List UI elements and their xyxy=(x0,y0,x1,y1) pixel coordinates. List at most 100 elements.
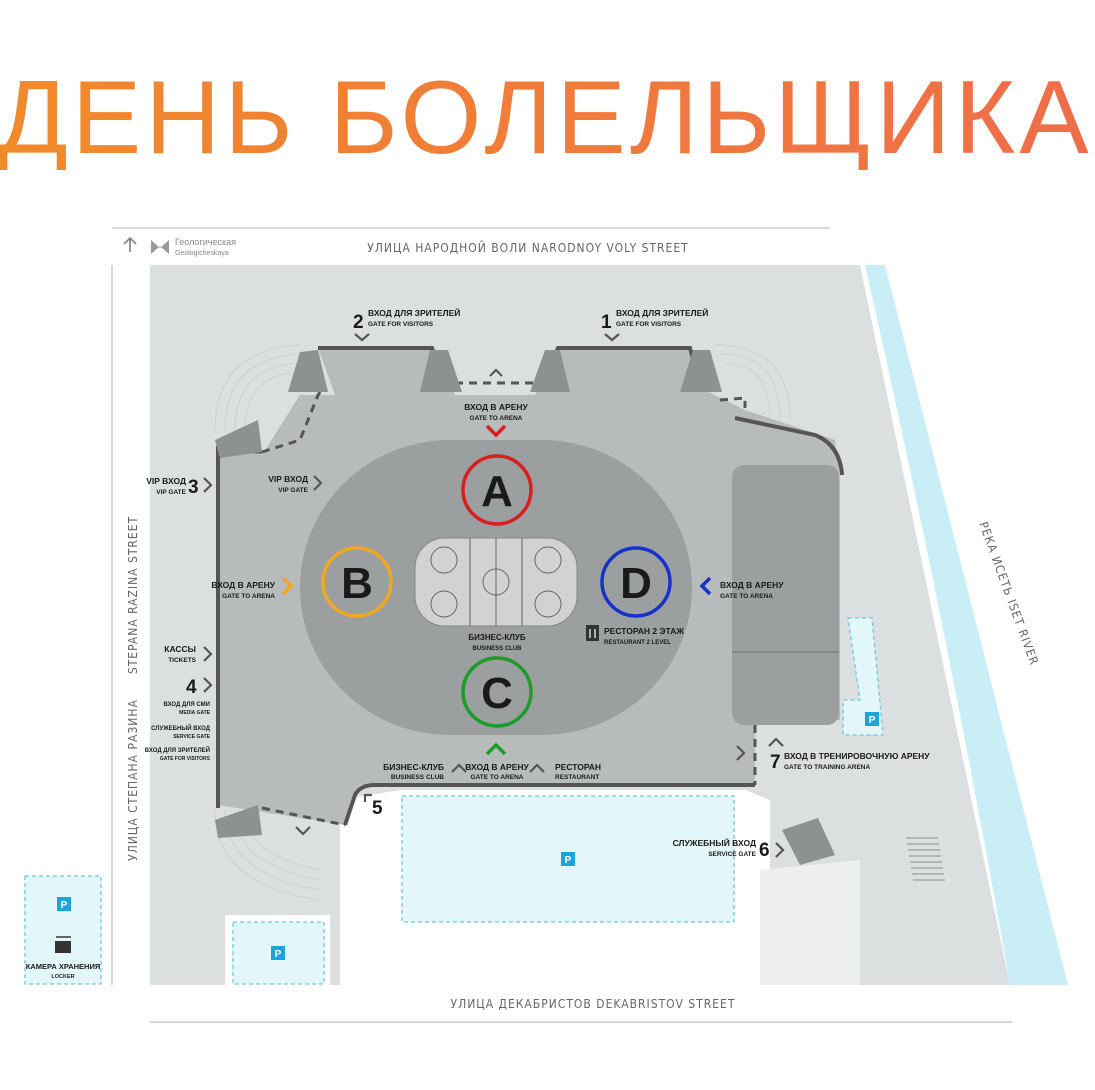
gate-1-ru: ВХОД ДЛЯ ЗРИТЕЛЕЙ xyxy=(616,307,708,318)
iset-river xyxy=(865,265,1068,985)
gate-2-chevron-icon xyxy=(354,333,370,342)
gate-4-media-ru: ВХОД ДЛЯ СМИ xyxy=(163,702,210,708)
north-arrow-icon xyxy=(123,236,137,252)
gate-6-chevron-icon xyxy=(775,842,785,858)
gate-4-service-ru: СЛУЖЕБНЫЙ ВХОД xyxy=(151,724,211,732)
gate-3[interactable]: VIP ВХОД VIP GATE 3 xyxy=(146,476,198,498)
gate-3-ru: VIP ВХОД xyxy=(146,476,186,486)
vip-inner-ru: VIP ВХОД xyxy=(268,474,308,484)
parking-river-badge xyxy=(865,712,879,726)
gate-4-service-en: SERVICE GATE xyxy=(173,734,210,740)
gate-3-en: VIP GATE xyxy=(156,489,186,496)
arena-top-en: GATE TO ARENA xyxy=(470,415,523,422)
training-arena xyxy=(732,465,839,725)
gate-7[interactable]: 7 ВХОД В ТРЕНИРОВОЧНУЮ АРЕНУ GATE TO TRA… xyxy=(770,751,930,773)
gate-6-en: SERVICE GATE xyxy=(708,851,756,858)
arena-top-ru: ВХОД В АРЕНУ xyxy=(464,402,528,412)
tickets-chevron-icon xyxy=(203,646,213,662)
street-west-en: STEPANA RAZINA STREET xyxy=(126,516,140,674)
sector-d-ring xyxy=(600,546,672,618)
gate-7-number: 7 xyxy=(770,752,781,773)
briefcase-icon xyxy=(55,941,71,953)
stairs xyxy=(906,837,945,881)
sector-a-ring xyxy=(461,454,533,526)
parking-locker-badge xyxy=(57,897,71,911)
building-outline-south xyxy=(343,783,755,826)
restaurant-bottom-chevron-icon xyxy=(529,763,545,773)
gate-6-ru: СЛУЖЕБНЫЙ ВХОД xyxy=(673,837,756,848)
arena-left-en: GATE TO ARENA xyxy=(222,593,275,600)
parking-river[interactable]: P xyxy=(842,617,884,736)
gate-chevrons xyxy=(203,333,785,858)
parking-center[interactable]: P xyxy=(401,795,735,923)
locker-ru: КАМЕРА ХРАНЕНИЯ xyxy=(26,962,100,971)
gate-2-ru: ВХОД ДЛЯ ЗРИТЕЛЕЙ xyxy=(368,307,460,318)
sector-a-label: A xyxy=(481,467,513,516)
business-bottom-ru: БИЗНЕС-КЛУБ xyxy=(383,762,444,772)
gate-chevron-b-icon xyxy=(281,576,294,596)
gate-4-chevron-icon xyxy=(203,677,213,693)
gate-6-number: 6 xyxy=(759,840,770,861)
restaurant-bottom-ru: РЕСТОРАН xyxy=(555,762,601,772)
arena-right-en: GATE TO ARENA xyxy=(720,593,773,600)
gate-1[interactable]: 1 ВХОД ДЛЯ ЗРИТЕЛЕЙ GATE FOR VISITORS xyxy=(601,307,708,333)
parking-river-area xyxy=(842,617,884,736)
gate-chevron-c-icon xyxy=(485,742,507,756)
vip-inner-chevron-icon xyxy=(313,475,323,491)
gate-4-visitors-en: GATE FOR VISITORS xyxy=(160,756,211,762)
training-left-chevron-icon xyxy=(736,745,746,761)
street-north: УЛИЦА НАРОДНОЙ ВОЛИ NARODNOY VOLY STREET xyxy=(367,240,689,255)
parking-river-label: P xyxy=(869,715,876,726)
parking-locker-area xyxy=(24,875,102,985)
restaurant-2-en: RESTAURANT 2 LEVEL xyxy=(604,640,671,646)
parking-locker[interactable]: P xyxy=(24,875,102,985)
arena-bottom-en: GATE TO ARENA xyxy=(471,774,524,781)
restaurant-2-ru: РЕСТОРАН 2 ЭТАЖ xyxy=(604,626,684,636)
parking-lower-left[interactable]: P xyxy=(232,921,325,985)
business-center-ru: БИЗНЕС-КЛУБ xyxy=(468,633,526,642)
sector-d-label: D xyxy=(620,559,652,608)
gate-2-number: 2 xyxy=(353,312,364,333)
sector-d[interactable]: D xyxy=(600,546,672,618)
gate-3-chevron-icon xyxy=(203,477,213,493)
sector-a[interactable]: A xyxy=(461,454,533,526)
gate-7-ru: ВХОД В ТРЕНИРОВОЧНУЮ АРЕНУ xyxy=(784,751,930,761)
arena-left-ru: ВХОД В АРЕНУ xyxy=(211,580,275,590)
gate-7-en: GATE TO TRAINING ARENA xyxy=(784,764,870,771)
gate-2[interactable]: 2 ВХОД ДЛЯ ЗРИТЕЛЕЙ GATE FOR VISITORS xyxy=(353,307,460,333)
gate-1-chevron-icon xyxy=(604,333,620,342)
top-up-chevron-icon xyxy=(489,368,503,377)
street-south: УЛИЦА ДЕКАБРИСТОВ DEKABRISTOV STREET xyxy=(451,997,736,1011)
gate-4-media-en: MEDIA GATE xyxy=(179,710,210,716)
tickets-ru: КАССЫ xyxy=(164,644,196,654)
vip-inner-en: VIP GATE xyxy=(278,487,308,494)
street-river: РЕКА ИСЕТЬ ISET RIVER xyxy=(976,520,1041,668)
gate-3-number: 3 xyxy=(188,477,199,498)
business-center-en: BUSINESS CLUB xyxy=(472,646,522,652)
gate-5-number[interactable]: 5 xyxy=(372,798,383,819)
lower-left-chevron-icon xyxy=(295,826,311,836)
gate-6[interactable]: СЛУЖЕБНЫЙ ВХОД SERVICE GATE 6 xyxy=(673,837,770,861)
locker[interactable]: КАМЕРА ХРАНЕНИЯ LOCKER xyxy=(26,936,100,980)
page-title-text: ДЕНЬ БОЛЕЛЬЩИКА xyxy=(0,60,1093,170)
restaurant-icon xyxy=(586,625,599,641)
parking-center-label: P xyxy=(565,855,572,866)
fork-knife-icon xyxy=(589,629,596,638)
gate-4[interactable]: 4 ВХОД ДЛЯ СМИ MEDIA GATE СЛУЖЕБНЫЙ ВХОД… xyxy=(145,677,211,762)
sector-b[interactable]: B xyxy=(321,546,393,618)
sector-b-label: B xyxy=(341,559,373,608)
lower-right-plaza xyxy=(760,860,860,985)
parking-lower-left-area xyxy=(232,921,325,985)
gate-4-number: 4 xyxy=(186,677,197,698)
restaurant-2[interactable]: РЕСТОРАН 2 ЭТАЖ RESTAURANT 2 LEVEL xyxy=(586,625,684,646)
gate-7-chevron-icon xyxy=(768,737,784,747)
dashed-paths xyxy=(261,381,757,827)
parking-center-badge xyxy=(561,852,575,866)
parking-locker-label: P xyxy=(61,900,68,911)
sector-b-ring xyxy=(321,546,393,618)
gate-5-chevron-icon xyxy=(363,793,372,802)
building-outline-east xyxy=(734,416,844,476)
sector-c[interactable]: C xyxy=(461,656,533,728)
business-bottom-chevron-icon xyxy=(451,763,467,773)
